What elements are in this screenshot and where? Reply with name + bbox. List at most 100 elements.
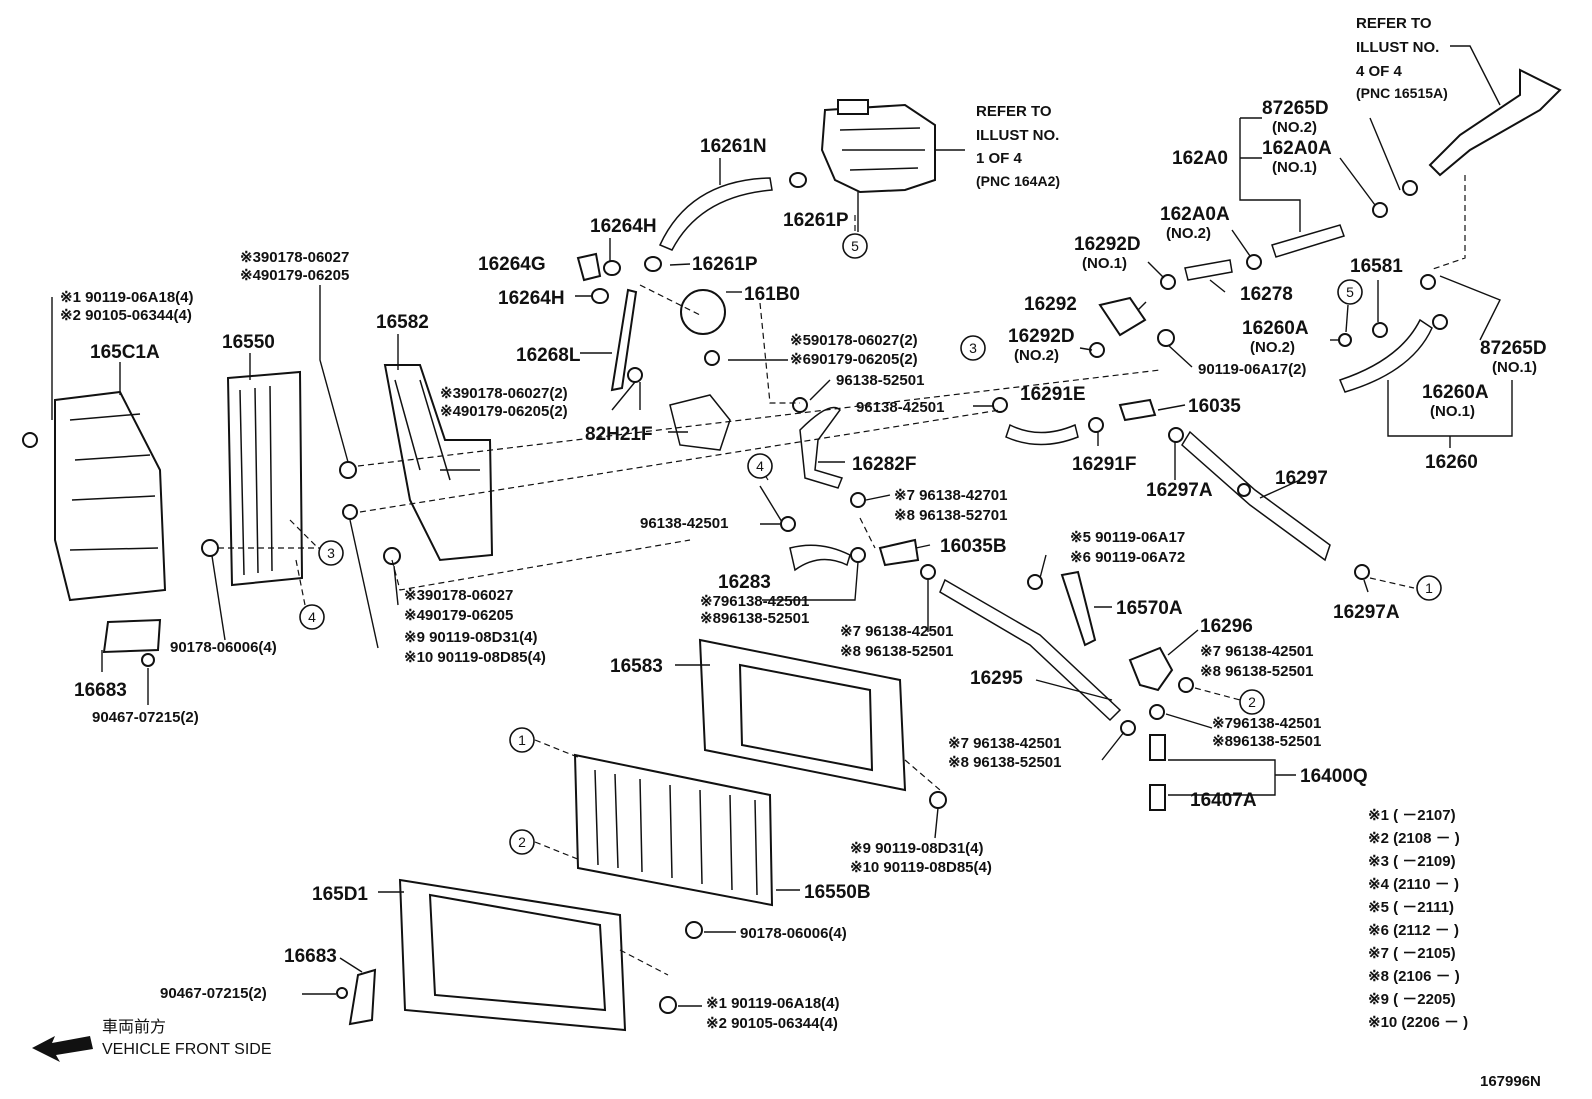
- label-16264H-2: 16264H: [498, 288, 565, 309]
- svg-text:※490179-06205: ※490179-06205: [404, 607, 513, 624]
- hose-16260-drawing: [1338, 318, 1433, 393]
- svg-text:※8 96138-52701: ※8 96138-52701: [894, 507, 1008, 524]
- svg-text:REFER TO: REFER TO: [1356, 15, 1432, 32]
- arrow-left-icon: [32, 1036, 93, 1062]
- hose-16282F-drawing: [799, 406, 844, 489]
- svg-text:※7 ( －2105): ※7 ( －2105): [1368, 945, 1456, 962]
- svg-text:(NO.2): (NO.2): [1272, 119, 1317, 136]
- hose-162A0-drawing: [1271, 224, 1345, 258]
- svg-text:※5 ( －2111): ※5 ( －2111): [1368, 899, 1454, 916]
- radiator-16550B-drawing: [573, 753, 774, 907]
- svg-text:※5 90119-06A17: ※5 90119-06A17: [1070, 529, 1185, 546]
- hose-16296-drawing: [1128, 646, 1174, 692]
- svg-text:※10 (2206 － ): ※10 (2206 － ): [1368, 1014, 1468, 1031]
- label-16282F: 16282F: [852, 454, 916, 475]
- svg-text:(PNC 16515A): (PNC 16515A): [1356, 85, 1448, 101]
- svg-text:※2 90105-06344(4): ※2 90105-06344(4): [706, 1015, 838, 1032]
- label-16264G: 16264G: [478, 254, 546, 275]
- label-87265D-2: 87265D: [1480, 338, 1547, 359]
- joint-16035B-drawing: [878, 538, 920, 567]
- hose-16261N-drawing: [658, 177, 773, 251]
- label-16550B: 16550B: [804, 882, 871, 903]
- svg-text:※3 ( －2109): ※3 ( －2109): [1368, 853, 1456, 870]
- hose-16283-drawing: [789, 544, 851, 572]
- svg-text:※7 96138-42501: ※7 96138-42501: [948, 735, 1062, 752]
- label-16268L: 16268L: [516, 345, 581, 366]
- refer-note-top: REFER TO ILLUST NO. 4 OF 4 (PNC 16515A): [1356, 15, 1448, 101]
- cover-82H21F-drawing: [669, 394, 731, 451]
- svg-text:※7 96138-42501: ※7 96138-42501: [1200, 643, 1314, 660]
- svg-text:※6 90119-06A72: ※6 90119-06A72: [1070, 549, 1185, 566]
- svg-text:4: 4: [756, 458, 764, 474]
- svg-text:※390178-06027: ※390178-06027: [404, 587, 513, 604]
- hose-16264G-drawing: [576, 252, 602, 282]
- svg-text:※1 ( －2107): ※1 ( －2107): [1368, 807, 1456, 824]
- pipe-16515A-drawing: [1428, 68, 1562, 177]
- svg-text:2: 2: [518, 834, 526, 850]
- svg-text:※10 90119-08D85(4): ※10 90119-08D85(4): [404, 649, 546, 666]
- svg-text:(NO.2): (NO.2): [1014, 347, 1059, 364]
- svg-text:※896138-52501: ※896138-52501: [700, 610, 809, 627]
- label-16264H: 16264H: [590, 216, 657, 237]
- svg-text:※8 (2106 － ): ※8 (2106 － ): [1368, 968, 1460, 985]
- drain-16407A-drawing: [1149, 784, 1166, 811]
- year-legend: ※1 ( －2107) ※2 (2108 － ) ※3 ( －2109) ※4 …: [1368, 807, 1468, 1031]
- svg-text:※1 90119-06A18(4): ※1 90119-06A18(4): [60, 289, 194, 306]
- reservoir-tank-drawing: [820, 99, 965, 232]
- label-16260A-2: 16260A: [1422, 382, 1489, 403]
- svg-text:※9 ( －2205): ※9 ( －2205): [1368, 991, 1456, 1008]
- hose-16295-drawing: [939, 578, 1122, 722]
- svg-text:90467-07215(2): 90467-07215(2): [92, 709, 199, 726]
- vehicle-front-direction: 車両前方 VEHICLE FRONT SIDE: [32, 1018, 272, 1062]
- svg-text:※2 90105-06344(4): ※2 90105-06344(4): [60, 307, 192, 324]
- label-16261P-2: 16261P: [692, 254, 758, 275]
- label-16291F: 16291F: [1072, 454, 1136, 475]
- label-16283: 16283: [718, 572, 771, 593]
- svg-text:※1 90119-06A18(4): ※1 90119-06A18(4): [706, 995, 840, 1012]
- svg-text:90178-06006(4): 90178-06006(4): [170, 639, 277, 656]
- svg-text:3: 3: [969, 340, 977, 356]
- support-16583-drawing: [698, 638, 907, 792]
- svg-text:※2 (2108 － ): ※2 (2108 － ): [1368, 830, 1460, 847]
- label-16297A-2: 16297A: [1333, 602, 1400, 623]
- label-16683-2: 16683: [284, 946, 337, 967]
- svg-text:96138-42501: 96138-42501: [856, 399, 944, 416]
- svg-text:(NO.2): (NO.2): [1166, 225, 1211, 242]
- svg-text:※690179-06205(2): ※690179-06205(2): [790, 351, 918, 368]
- svg-text:※590178-06027(2): ※590178-06027(2): [790, 332, 918, 349]
- svg-text:※390178-06027: ※390178-06027: [240, 249, 349, 266]
- reference-dashed-lines: [218, 175, 1466, 976]
- label-16292: 16292: [1024, 294, 1077, 315]
- svg-text:※896138-52501: ※896138-52501: [1212, 733, 1321, 750]
- direction-en: VEHICLE FRONT SIDE: [102, 1041, 272, 1058]
- label-16295: 16295: [970, 668, 1023, 689]
- support-16582-drawing: [383, 364, 494, 562]
- leader-lines: [51, 45, 1513, 1007]
- label-16550: 16550: [222, 332, 275, 353]
- svg-text:※9 90119-08D31(4): ※9 90119-08D31(4): [850, 840, 984, 857]
- label-87265D: 87265D: [1262, 98, 1329, 119]
- diagram-code: 167996N: [1480, 1073, 1541, 1090]
- label-165D1: 165D1: [312, 884, 368, 905]
- bracket-16570A-drawing: [1060, 570, 1097, 647]
- svg-text:※9 90119-08D31(4): ※9 90119-08D31(4): [404, 629, 538, 646]
- direction-jp: 車両前方: [102, 1018, 166, 1036]
- svg-text:3: 3: [327, 545, 335, 561]
- svg-text:(PNC 164A2): (PNC 164A2): [976, 173, 1060, 189]
- svg-text:2: 2: [1248, 694, 1256, 710]
- label-16296: 16296: [1200, 616, 1253, 637]
- bracket-16683-drawing-b: [348, 968, 377, 1026]
- bolts-and-clips: [22, 180, 1448, 1014]
- label-16407A: 16407A: [1190, 790, 1257, 811]
- svg-text:96138-42501: 96138-42501: [640, 515, 728, 532]
- svg-text:※7 96138-42501: ※7 96138-42501: [840, 623, 954, 640]
- cock-16400Q-drawing: [1149, 734, 1166, 761]
- hose-16297-drawing: [1181, 430, 1331, 562]
- label-162A0A: 162A0A: [1262, 138, 1332, 159]
- fastener-notes: ※1 90119-06A18(4) ※2 90105-06344(4) ※390…: [60, 249, 1321, 1032]
- svg-text:※4 (2110 － ): ※4 (2110 － ): [1368, 876, 1459, 893]
- label-16291E: 16291E: [1020, 384, 1086, 405]
- callout-circles: 5 3 4 3 4 5 1 2 1 2: [299, 233, 1442, 855]
- svg-text:1: 1: [1425, 580, 1433, 596]
